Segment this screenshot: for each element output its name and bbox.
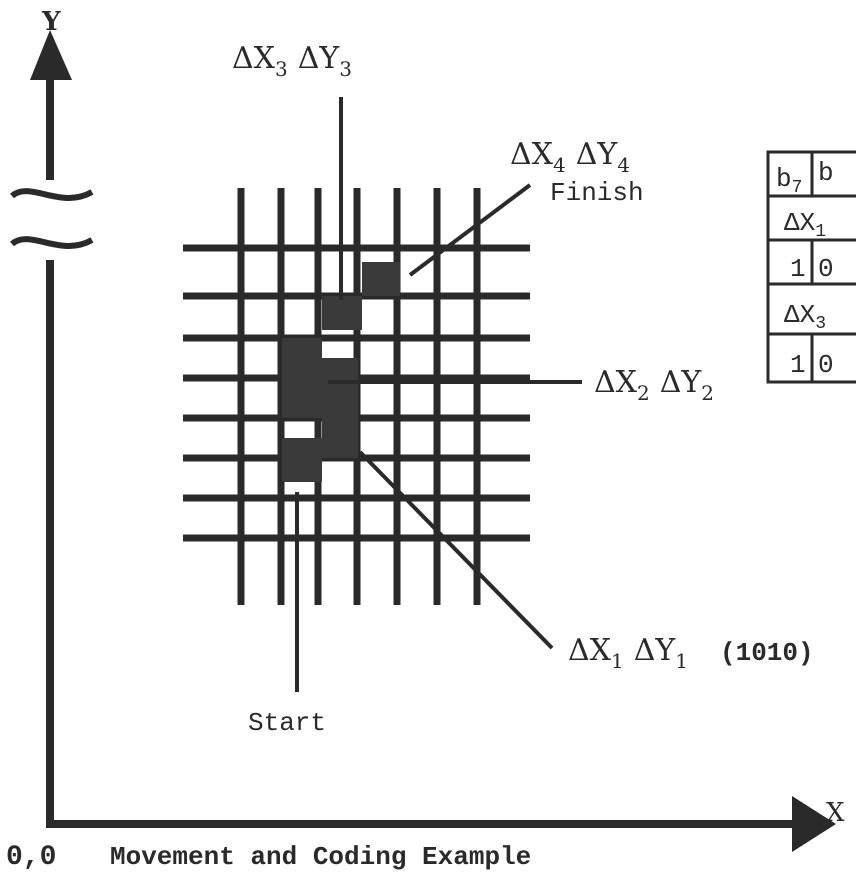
leader-dx1dy1 (358, 450, 554, 650)
table-dx1: ΔX (784, 208, 816, 238)
figure-caption: Movement and Coding Example (110, 842, 531, 872)
axis-break-upper (10, 188, 94, 201)
table-r3-c1: 1 (790, 254, 806, 284)
dx1-sub: 1 (611, 649, 624, 673)
table-r3-c2: 0 (818, 254, 834, 284)
svg-text:ΔX1: ΔX1 (784, 208, 826, 242)
path-cell (282, 338, 322, 418)
dx1-text: ΔX (568, 633, 612, 668)
leader-dx4dy4 (408, 183, 532, 277)
dx4-sub: 4 (553, 153, 566, 177)
dx3-sub: 3 (275, 57, 288, 81)
dy3-text: ΔY (298, 41, 341, 76)
path-cell (322, 418, 358, 458)
dy1-text: ΔY (634, 633, 677, 668)
dx2-sub: 2 (637, 381, 650, 405)
dy4-sub: 4 (617, 153, 630, 177)
dx3-text: ΔX (232, 41, 276, 76)
path-cell (282, 438, 322, 482)
dx2-text: ΔX (594, 365, 638, 400)
dy4-text: ΔY (576, 137, 619, 172)
x-axis (46, 796, 836, 852)
table-b7: b (776, 164, 792, 194)
table-r5-c1: 1 (790, 350, 806, 380)
path-cell (362, 262, 400, 296)
y-axis-arrowhead (30, 30, 72, 80)
dy2-text: ΔY (660, 365, 703, 400)
start-label: Start (248, 708, 326, 738)
dy3-sub: 3 (339, 57, 352, 81)
movement-path (282, 262, 400, 482)
svg-text:b7: b7 (776, 164, 802, 198)
leader-lines (295, 97, 582, 692)
path-cell (322, 358, 358, 418)
origin-label: 0,0 (6, 842, 56, 873)
axis-break-lower (10, 236, 94, 249)
x-axis-label: X (826, 798, 845, 828)
table-dx3: ΔX (784, 300, 816, 330)
x-axis-arrowhead (792, 796, 836, 852)
path-cell (322, 296, 362, 330)
svg-text:ΔX3: ΔX3 (784, 300, 826, 334)
y-axis (10, 30, 94, 828)
table-r5-c2: 0 (818, 350, 834, 380)
finish-label: Finish (550, 178, 644, 208)
coding-table: b7 b ΔX1 1 0 ΔX3 1 0 (766, 150, 856, 384)
table-b7-sub: 7 (792, 178, 803, 198)
y-axis-label: Y (41, 7, 61, 37)
dy2-sub: 2 (701, 381, 714, 405)
table-dx1-sub: 1 (815, 222, 826, 242)
table-b6: b (818, 158, 834, 188)
dy1-sub: 1 (675, 649, 688, 673)
table-dx3-sub: 3 (815, 314, 826, 334)
dx4-text: ΔX (510, 137, 554, 172)
code-1010-label: (1010) (720, 638, 814, 668)
